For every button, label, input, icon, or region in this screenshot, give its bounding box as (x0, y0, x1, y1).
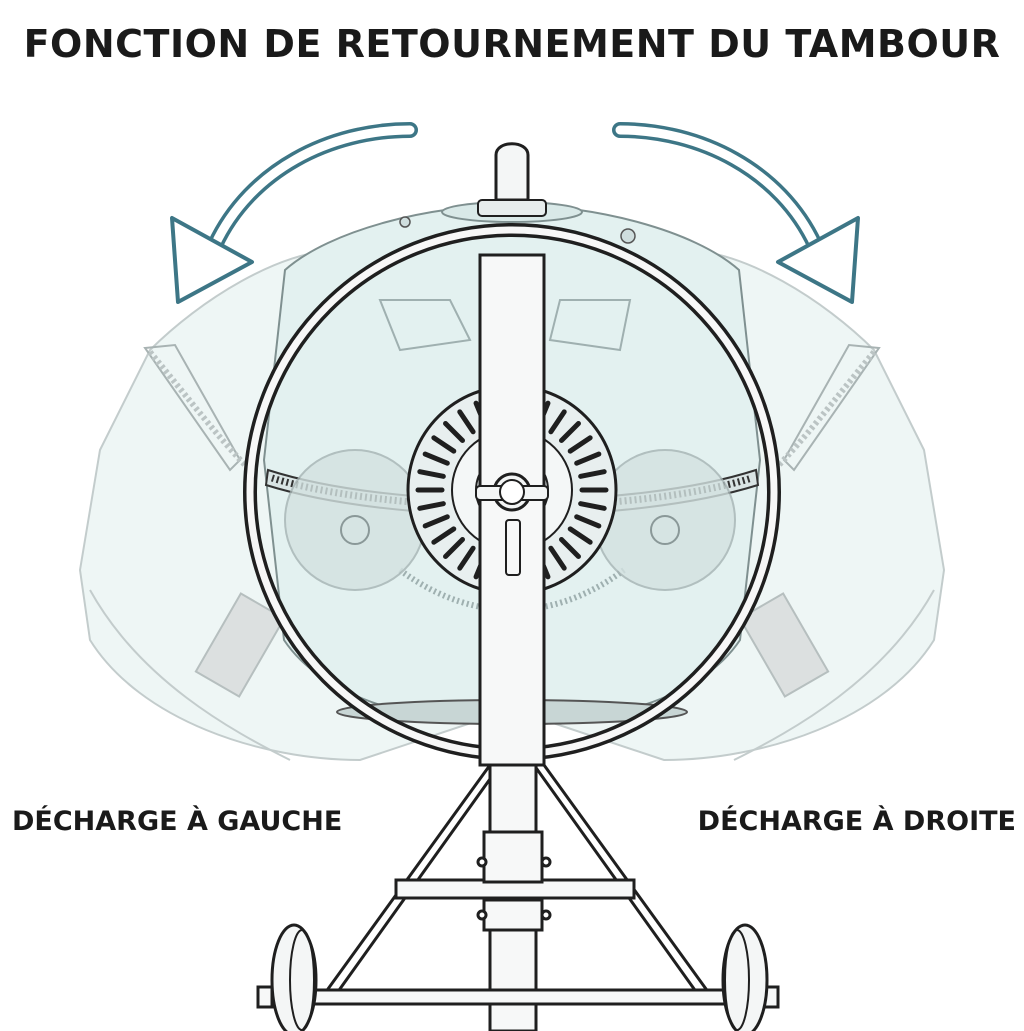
stand (256, 763, 780, 1031)
hub-slot (574, 451, 602, 466)
hub-slot (431, 526, 457, 545)
hub-slot (567, 526, 593, 545)
hub-slot (548, 409, 567, 435)
hub-slot (422, 451, 450, 466)
right-discharge-label: DÉCHARGE À DROITE (697, 806, 1016, 837)
hub-slot (578, 469, 607, 479)
left-discharge-label: DÉCHARGE À GAUCHE (12, 806, 343, 837)
hub-slot (567, 435, 593, 454)
hub-slot (417, 469, 446, 479)
hub-slot (431, 435, 457, 454)
hub-slot (578, 501, 607, 511)
hub-slot (558, 536, 581, 559)
hub-slot (443, 421, 466, 444)
hub-slot (457, 545, 476, 571)
frame-bar (475, 142, 549, 767)
hub-slot (558, 421, 581, 444)
hub-slot (548, 545, 567, 571)
curved-arrow-left-icon (170, 122, 418, 304)
wheel-left (270, 923, 318, 1031)
hub-slot (443, 536, 466, 559)
hub-slot (422, 514, 450, 529)
hub-slot (417, 501, 446, 511)
wheel-right (721, 923, 769, 1031)
diagram-title: FONCTION DE RETOURNEMENT DU TAMBOUR (23, 22, 1001, 66)
hub-slot (457, 409, 476, 435)
hub-slot (574, 514, 602, 529)
curved-arrow-right-icon (612, 122, 860, 304)
